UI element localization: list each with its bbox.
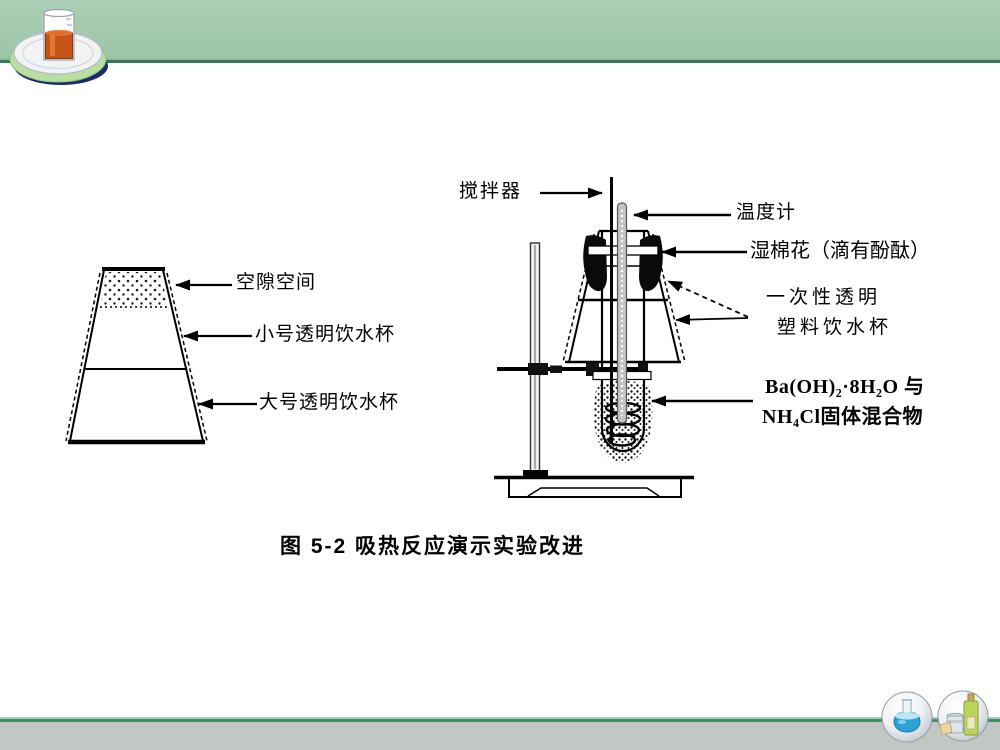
- footer-green-line: [0, 719, 1000, 722]
- right-apparatus-stand-assembly: [494, 177, 753, 498]
- bottles-button[interactable]: [937, 690, 989, 742]
- right-leader-lines: [540, 187, 753, 407]
- figure-caption: 图 5-2 吸热反应演示实验改进: [280, 535, 586, 558]
- wet-cotton: [583, 235, 663, 292]
- round-flask-icon: [893, 699, 921, 733]
- header-accent-line-dark: [0, 60, 1000, 63]
- void-space-dots: [101, 272, 167, 305]
- header-accent-line-light: [0, 58, 1000, 60]
- label-wet-cotton: 湿棉花（滴有酚酞）: [750, 240, 930, 262]
- label-large-cup: 大号透明饮水杯: [259, 392, 400, 413]
- solid-mixture-speckle: [593, 380, 653, 463]
- test-tube: [600, 231, 646, 453]
- label-disposable-cup-2: 塑料饮水杯: [777, 317, 893, 338]
- label-mixture-1: Ba(OH)₂·8H₂O 与: [765, 376, 925, 398]
- inner-cup-rim: [587, 245, 659, 256]
- beaker-on-plate-icon: [9, 8, 108, 85]
- reagent-bottles-icon: [939, 693, 979, 736]
- coil: [604, 401, 642, 447]
- label-void-space: 空隙空间: [236, 272, 317, 293]
- footer-line-light: [0, 717, 1000, 719]
- label-thermometer: 温度计: [736, 202, 797, 223]
- footer-nav-buttons[interactable]: [878, 689, 992, 747]
- label-stirrer: 搅拌器: [459, 181, 523, 202]
- label-disposable-cup-1: 一次性透明: [766, 287, 882, 308]
- left-apparatus-nested-cups: [65, 267, 257, 445]
- stand-base: [494, 475, 694, 498]
- inverted-plastic-cup: [562, 229, 686, 364]
- flask-button[interactable]: [881, 691, 933, 743]
- header-bar: [0, 0, 1000, 58]
- clamp: [497, 362, 652, 381]
- label-small-cup: 小号透明饮水杯: [255, 324, 396, 345]
- footer-gray-bar: [0, 722, 1000, 750]
- stand-rod: [529, 242, 541, 472]
- logo-beaker: [43, 8, 75, 61]
- thermometer-tube: [616, 202, 628, 424]
- label-mixture-2: NH₄Cl固体混合物: [762, 406, 923, 428]
